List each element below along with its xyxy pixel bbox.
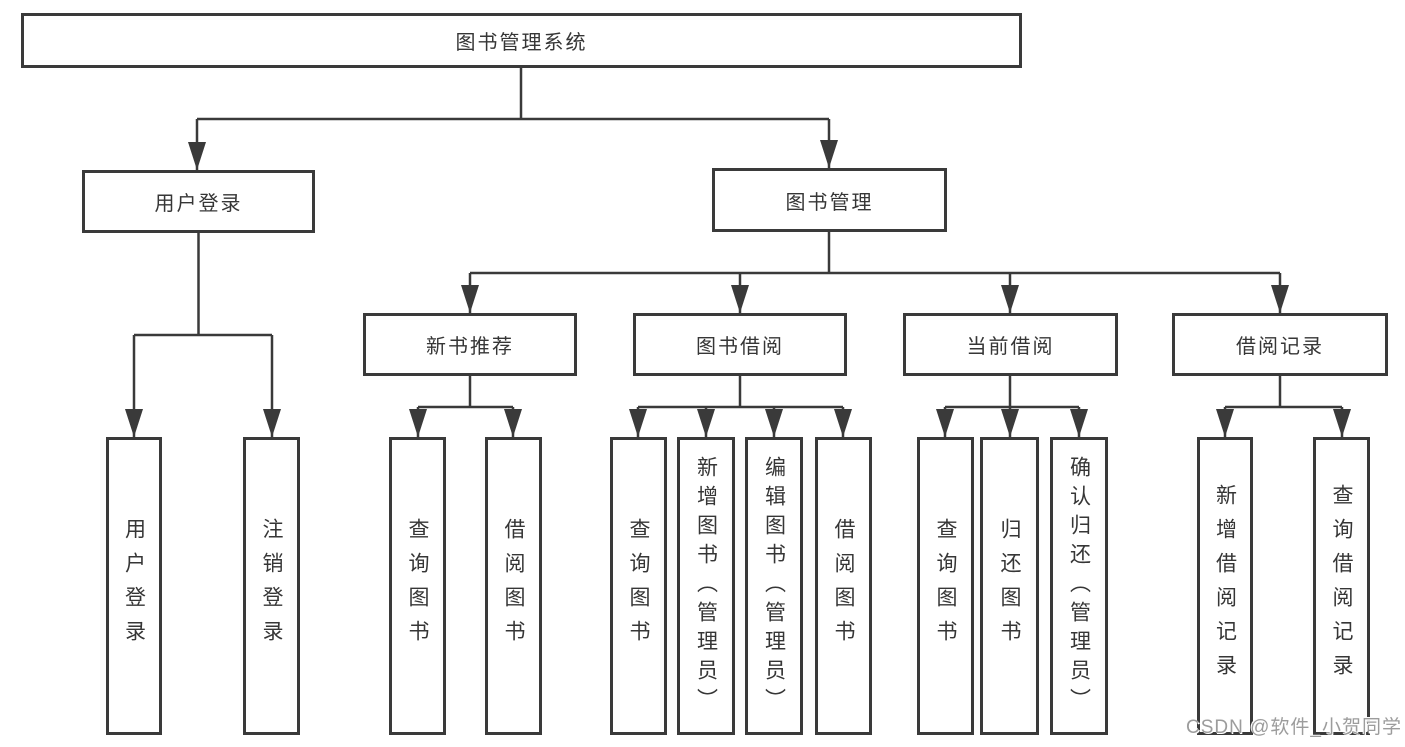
- connector-book-borrowing-to-children: [636, 376, 845, 437]
- node-label: 新增借阅记录: [1213, 484, 1237, 688]
- leaf-confirm-return-admin: 确认归还（管理员）: [1050, 437, 1108, 735]
- leaf-add-borrow-record: 新增借阅记录: [1197, 437, 1253, 735]
- leaf-borrow-books-recommend: 借阅图书: [485, 437, 542, 735]
- node-label: 当前借阅: [966, 336, 1055, 358]
- node-label: 查询图书: [406, 518, 429, 654]
- node-label: 确认归还（管理员）: [1067, 455, 1091, 717]
- connector-book-management-to-level3: [468, 232, 1282, 313]
- node-label: 归还图书: [998, 518, 1021, 654]
- node-label: 查询借阅记录: [1330, 484, 1353, 688]
- leaf-add-book-admin: 新增图书（管理员）: [677, 437, 735, 735]
- leaf-query-books-current: 查询图书: [917, 437, 974, 735]
- node-label: 用户登录: [122, 518, 146, 654]
- leaf-user-login: 用户登录: [106, 437, 162, 735]
- node-label: 用户登录: [154, 193, 243, 215]
- leaf-edit-book-admin: 编辑图书（管理员）: [745, 437, 803, 735]
- connector-new-book-recommendation-to-children: [416, 376, 515, 437]
- connector-root-to-level2: [195, 67, 831, 170]
- node-book-borrowing: 图书借阅: [633, 313, 847, 376]
- node-borrowing-records: 借阅记录: [1172, 313, 1388, 376]
- node-label: 编辑图书（管理员）: [762, 455, 786, 717]
- node-label: 图书管理: [785, 191, 874, 214]
- arrowheads: [125, 140, 1351, 437]
- node-label: 借阅图书: [502, 518, 525, 654]
- watermark: CSDN @软件_小贺同学: [1186, 717, 1402, 738]
- node-user-login: 用户登录: [82, 170, 315, 233]
- connector-user-login-to-children: [132, 233, 274, 437]
- leaf-logout: 注销登录: [243, 437, 300, 735]
- node-label: 查询图书: [627, 518, 650, 654]
- node-label: 图书管理系统: [455, 32, 588, 54]
- node-label: 图书借阅: [696, 336, 784, 358]
- leaf-query-borrow-record: 查询借阅记录: [1313, 437, 1370, 735]
- leaf-return-book: 归还图书: [980, 437, 1039, 735]
- leaf-query-books-borrow: 查询图书: [610, 437, 667, 735]
- leaf-query-books-recommend: 查询图书: [389, 437, 446, 735]
- node-label: 借阅图书: [832, 518, 855, 654]
- node-root: 图书管理系统: [21, 13, 1022, 68]
- leaf-borrow-books-borrow: 借阅图书: [815, 437, 872, 735]
- node-label: 注销登录: [260, 518, 283, 654]
- node-label: 新书推荐: [426, 336, 514, 358]
- node-current-borrowing: 当前借阅: [903, 313, 1118, 376]
- node-book-management: 图书管理: [712, 168, 947, 232]
- node-label: 新增图书（管理员）: [694, 455, 718, 717]
- node-new-book-recommendation: 新书推荐: [363, 313, 577, 376]
- node-label: 借阅记录: [1236, 336, 1324, 358]
- connector-borrowing-records-to-children: [1223, 376, 1344, 437]
- node-label: 查询图书: [934, 518, 957, 654]
